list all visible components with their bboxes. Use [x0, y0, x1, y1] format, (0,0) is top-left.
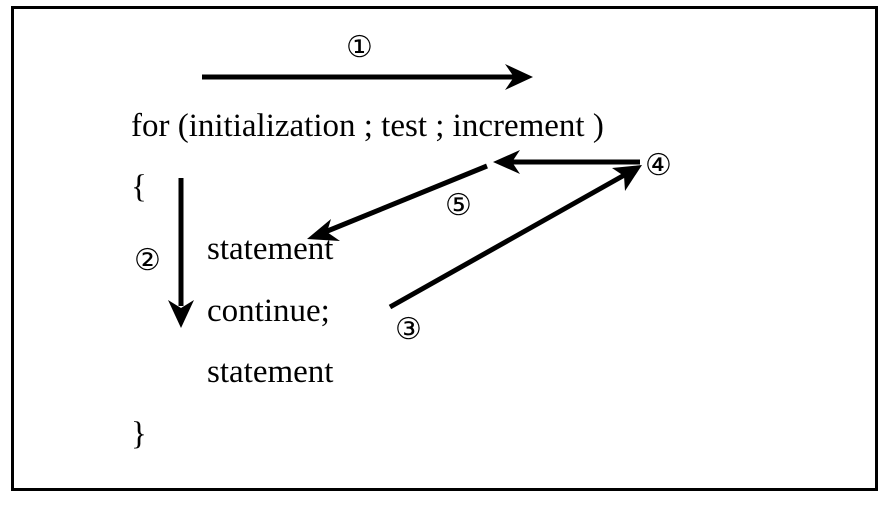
step-3-label: ③: [395, 312, 422, 347]
close-brace: }: [131, 416, 147, 452]
step-1-label: ①: [346, 30, 373, 65]
step-4-label: ④: [645, 148, 672, 183]
diagram-frame: [11, 6, 878, 491]
step-2-label: ②: [134, 243, 161, 278]
continue-statement: continue;: [207, 293, 330, 329]
statement-before-continue: statement: [207, 231, 334, 267]
for-loop-header: for (initialization ; test ; increment ): [131, 108, 604, 144]
step-5-label: ⑤: [445, 188, 472, 223]
statement-after-continue: statement: [207, 354, 334, 390]
open-brace: {: [131, 169, 147, 205]
